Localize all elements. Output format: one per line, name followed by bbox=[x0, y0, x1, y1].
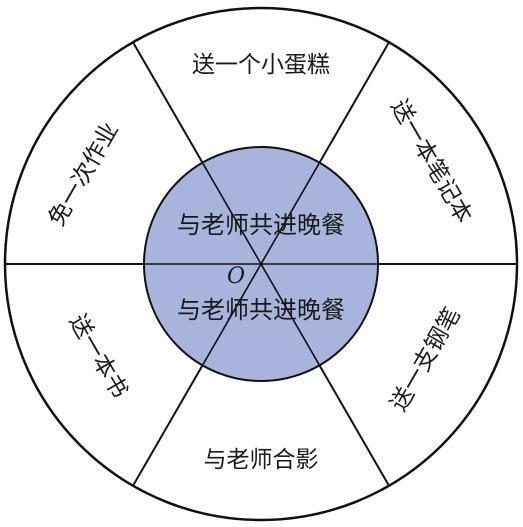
center-label-lower: 与老师共进晚餐 bbox=[177, 296, 345, 324]
sector-label-photo: 与老师合影 bbox=[204, 447, 319, 473]
sector-label-cake: 送一个小蛋糕 bbox=[192, 52, 330, 78]
inner-divider-diagonal-2 bbox=[201, 162, 321, 366]
inner-divider-lines bbox=[144, 162, 378, 366]
center-point-label: O bbox=[227, 264, 245, 289]
center-label-upper: 与老师共进晚餐 bbox=[177, 211, 345, 239]
